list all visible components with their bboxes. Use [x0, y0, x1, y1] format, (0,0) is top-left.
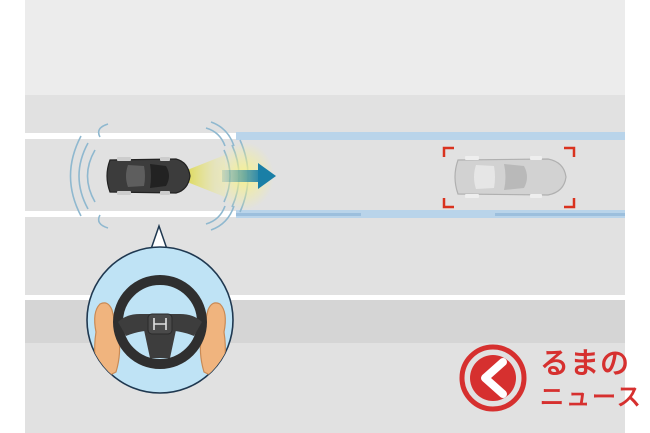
honda-emblem-icon: [153, 318, 167, 330]
lane-assist-dash: [495, 213, 625, 216]
steering-wheel-hands-icon: [86, 246, 234, 394]
watermark-text-bottom: ニュース: [540, 383, 643, 411]
watermark-text-top: るまの: [540, 346, 631, 380]
host-car-icon: [106, 157, 191, 195]
lane-assist-line-upper: [236, 132, 625, 140]
kurumanonews-logo: [459, 344, 527, 412]
roadside-top: [25, 0, 625, 95]
target-bracket-icon: [442, 146, 576, 209]
lane-line-edge: [25, 295, 625, 300]
lane-assist-line-lower: [236, 210, 625, 218]
lane-assist-dash: [236, 213, 361, 216]
preceding-car-icon: [454, 156, 567, 198]
radar-cone: [172, 155, 225, 197]
forward-arrow-icon: [222, 163, 276, 189]
